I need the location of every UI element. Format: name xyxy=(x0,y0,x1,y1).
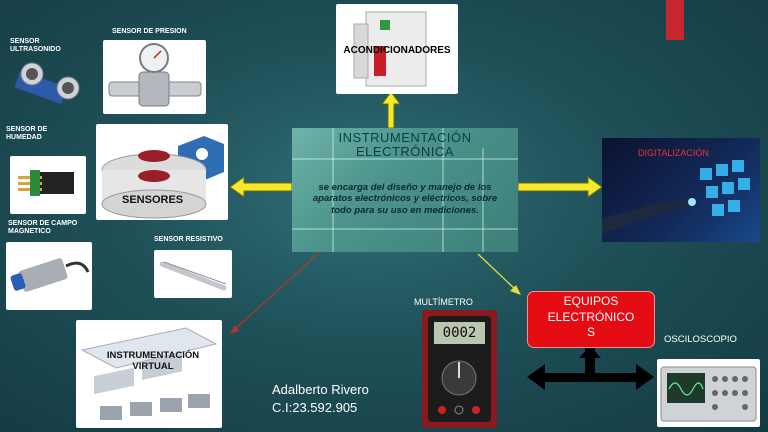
author-name: Adalberto Rivero xyxy=(272,382,369,397)
label-sensor-campo-magnetico: SENSOR DE CAMPO MAGNETICO xyxy=(8,220,78,236)
label-osciloscopio: OSCILOSCOPIO xyxy=(664,334,737,345)
author-info: Adalberto Rivero C.I:23.592.905 xyxy=(272,381,369,416)
arrow-right-digitalizacion xyxy=(517,176,603,198)
instrumentacion-virtual-image: INSTRUMENTACIÓN VIRTUAL xyxy=(76,320,222,428)
sensores-image: SENSORES xyxy=(96,124,228,220)
red-accent-tab xyxy=(666,0,684,40)
label-sensor-presion: SENSOR DE PRESION xyxy=(112,28,187,35)
acondicionadores-image: ACONDICIONADORES xyxy=(336,4,458,94)
sensores-label: SENSORES xyxy=(122,194,184,206)
multimeter-display: 0002 xyxy=(434,322,485,344)
center-title: INSTRUMENTACIÓN ELECTRÓNICA xyxy=(338,130,472,160)
instrumentacion-electronica-box: INSTRUMENTACIÓN ELECTRÓNICA se encarga d… xyxy=(292,128,518,252)
equipos-electronicos-box: EQUIPOS ELECTRÓNICO S xyxy=(527,291,655,348)
oscilloscope-image xyxy=(657,359,760,427)
arrowhead-virtual xyxy=(230,325,239,334)
black-arrowhead-right xyxy=(636,364,654,390)
humidity-sensor-image xyxy=(10,156,86,214)
resistive-sensor-image xyxy=(154,250,232,298)
arrow-line-virtual xyxy=(233,251,321,331)
acondicionadores-label: ACONDICIONADORES xyxy=(343,45,451,56)
author-id: C.I:23.592.905 xyxy=(272,399,358,415)
label-sensor-humedad: SENSOR DE HUMEDAD xyxy=(6,126,48,142)
arrow-left-sensores xyxy=(229,176,293,198)
arrow-line-equipos xyxy=(477,253,517,291)
pressure-sensor-image xyxy=(103,40,206,114)
arrow-up-acondicionadores xyxy=(381,91,401,129)
black-arrowhead-left xyxy=(527,364,545,390)
label-sensor-ultrasonido: SENSOR ULTRASONIDO xyxy=(10,38,61,54)
label-multimetro: MULTÍMETRO xyxy=(414,297,473,307)
ultrasonic-sensor-image xyxy=(10,58,90,110)
center-description: se encarga del diseño y manejo de los ap… xyxy=(312,182,498,216)
digitalizacion-image: DIGITALIZACIÓN xyxy=(602,138,760,242)
virtual-label: INSTRUMENTACIÓN VIRTUAL xyxy=(106,350,200,373)
arrowhead-equipos xyxy=(510,285,521,295)
label-sensor-resistivo: SENSOR RESISTIVO xyxy=(154,236,223,243)
multimeter-image: 0002 xyxy=(422,310,497,428)
magnetic-sensor-image xyxy=(6,242,92,310)
digitalizacion-label: DIGITALIZACIÓN xyxy=(638,148,709,158)
